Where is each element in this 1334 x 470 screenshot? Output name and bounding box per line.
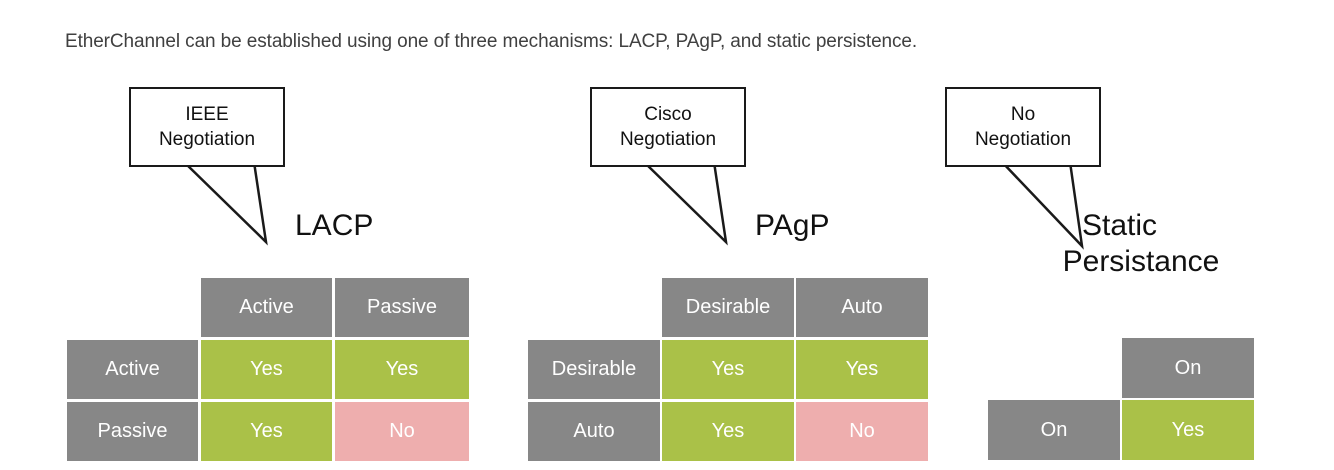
matrix-lacp-cell-0-0: Yes: [201, 340, 332, 399]
matrix-static-cell-0-0: Yes: [1122, 400, 1254, 460]
matrix-static-row-header-0: On: [988, 400, 1120, 460]
callout-static: No Negotiation: [945, 87, 1101, 167]
matrix-pagp-cell-1-0: Yes: [662, 402, 794, 461]
matrix-pagp-row-header-1: Auto: [528, 402, 660, 461]
callout-pagp-line1: Cisco: [644, 104, 692, 125]
matrix-pagp-cell-0-1: Yes: [796, 340, 928, 399]
intro-paragraph: EtherChannel can be established using on…: [65, 31, 918, 52]
callout-lacp-text: IEEE Negotiation: [131, 102, 283, 152]
matrix-pagp-cell-1-1: No: [796, 402, 928, 461]
callout-static-line1: No: [1010, 104, 1036, 125]
mechanism-title-static-line1: Static: [1082, 209, 1158, 242]
matrix-lacp-cell-0-1: Yes: [335, 340, 469, 399]
callout-static-line2: Negotiation: [974, 129, 1072, 150]
mechanism-title-pagp: PAgP: [755, 209, 830, 242]
callout-lacp-line1: IEEE: [185, 104, 229, 125]
matrix-static-corner: [988, 338, 1120, 398]
matrix-pagp-corner: [528, 278, 660, 337]
callout-pagp-line2: Negotiation: [619, 129, 717, 150]
matrix-lacp-cell-1-1: No: [335, 402, 469, 461]
matrix-pagp-col-header-0: Desirable: [662, 278, 794, 337]
matrix-lacp-row-header-1: Passive: [67, 402, 198, 461]
matrix-lacp-col-header-1: Passive: [335, 278, 469, 337]
matrix-lacp-cell-1-0: Yes: [201, 402, 332, 461]
mechanism-title-static: Static Persistance: [1026, 208, 1256, 280]
callout-lacp-line2: Negotiation: [158, 129, 256, 150]
callout-lacp: IEEE Negotiation: [129, 87, 285, 167]
matrix-pagp-cell-0-0: Yes: [662, 340, 794, 399]
matrix-pagp-col-header-1: Auto: [796, 278, 928, 337]
callout-tail-lacp: [180, 160, 268, 246]
callout-static-text: No Negotiation: [947, 102, 1099, 152]
matrix-lacp-col-header-0: Active: [201, 278, 332, 337]
callout-tail-pagp: [640, 160, 728, 246]
matrix-lacp-row-header-0: Active: [67, 340, 198, 399]
callout-pagp-text: Cisco Negotiation: [592, 102, 744, 152]
mechanism-title-static-line2: Persistance: [1062, 245, 1220, 278]
mechanism-title-lacp: LACP: [295, 209, 374, 242]
matrix-static-col-header-0: On: [1122, 338, 1254, 398]
matrix-lacp-corner: [67, 278, 198, 337]
matrix-pagp-row-header-0: Desirable: [528, 340, 660, 399]
callout-pagp: Cisco Negotiation: [590, 87, 746, 167]
